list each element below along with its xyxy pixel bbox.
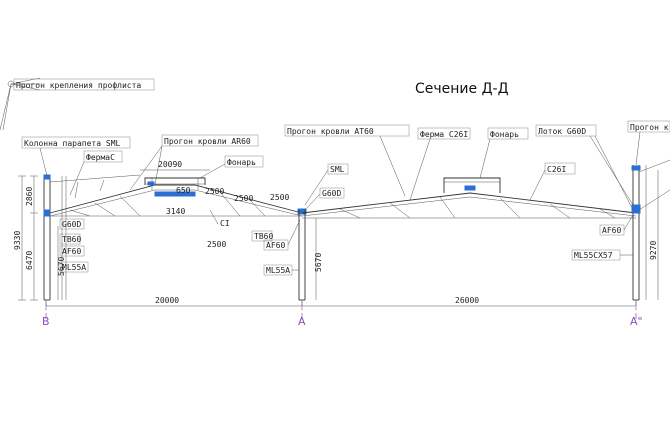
dim-span-right: 26000	[455, 296, 479, 305]
left-roof-truss	[49, 174, 307, 217]
right-column: 9270	[631, 159, 670, 301]
right-roof-truss	[301, 177, 637, 219]
dim-6470: 6470	[25, 251, 34, 270]
dim-9270: 9270	[649, 241, 658, 260]
roof-dimensions: 20090 650 3140 2500 2500 2500 2500	[140, 160, 289, 249]
label-ci: CI	[220, 219, 230, 228]
label-af60-mid: AF60	[266, 241, 285, 250]
label-ml55a-mid: ML55A	[266, 266, 290, 275]
dim-20090: 20090	[158, 160, 182, 169]
dim-5670-mid: 5670	[314, 253, 323, 272]
dim-5670-left: 5670	[57, 257, 66, 276]
label-progon-at60: Прогон кровли AT60	[287, 127, 374, 136]
labels-middle: SML G60D TB60 AF60 ML55A	[251, 163, 349, 276]
label-kolonna-parapeta: Колонна парапета SML	[24, 139, 121, 148]
dim-2500-c: 2500	[270, 193, 289, 202]
dim-span-left: 20000	[155, 296, 179, 305]
label-tb60-mid: TB60	[254, 232, 273, 241]
dim-2500-a: 2500	[205, 187, 224, 196]
label-c26i: C26I	[547, 165, 566, 174]
dim-2500-b: 2500	[234, 194, 253, 203]
label-progon-right: Прогон к	[630, 123, 669, 132]
label-ferma-c26i: Ферма C26I	[420, 130, 468, 139]
left-dimensions: 9330 2860 6470 5670	[13, 175, 66, 301]
label-ml55a-left: ML55A	[62, 263, 86, 272]
dim-2500-d: 2500	[207, 240, 226, 249]
axis-markers: B A A"	[42, 300, 643, 328]
dim-2860: 2860	[25, 187, 34, 206]
label-af60-left: AF60	[62, 247, 81, 256]
axis-a2-label: A"	[630, 315, 643, 328]
span-dimensions: 20000 26000	[45, 296, 637, 310]
label-fonar-left: Фонарь	[227, 158, 256, 167]
dim-3140: 3140	[166, 207, 185, 216]
axis-a-label: A	[298, 315, 306, 328]
label-progon-profile: Прогон крепления профлиста	[16, 81, 141, 90]
label-ml55cx57: ML55CX57	[574, 251, 613, 260]
label-ferma-c: ФермаС	[86, 153, 115, 162]
label-fonar-right: Фонарь	[490, 130, 519, 139]
label-sml: SML	[330, 165, 345, 174]
label-g60d-left: G60D	[62, 220, 81, 229]
purlin-callout: Прогон крепления профлиста	[0, 77, 155, 131]
dim-9330: 9330	[13, 231, 22, 250]
labels-right: Прогон кровли AT60 Ферма C26I Фонарь C26…	[284, 120, 670, 261]
middle-column: 5670	[298, 210, 323, 301]
section-title: Сечение Д-Д	[415, 81, 509, 97]
label-tb60-left: TB60	[62, 235, 81, 244]
labels-left: Колонна парапета SML ФермаС Прогон кровл…	[21, 134, 264, 273]
label-af60-right: AF60	[602, 226, 621, 235]
label-g60d-mid: G60D	[322, 189, 341, 198]
dim-650: 650	[176, 186, 191, 195]
label-lotok-g60d: Лоток G60D	[538, 127, 586, 136]
axis-b-label: B	[42, 315, 50, 328]
label-progon-ar60: Прогон кровли AR60	[164, 137, 251, 146]
